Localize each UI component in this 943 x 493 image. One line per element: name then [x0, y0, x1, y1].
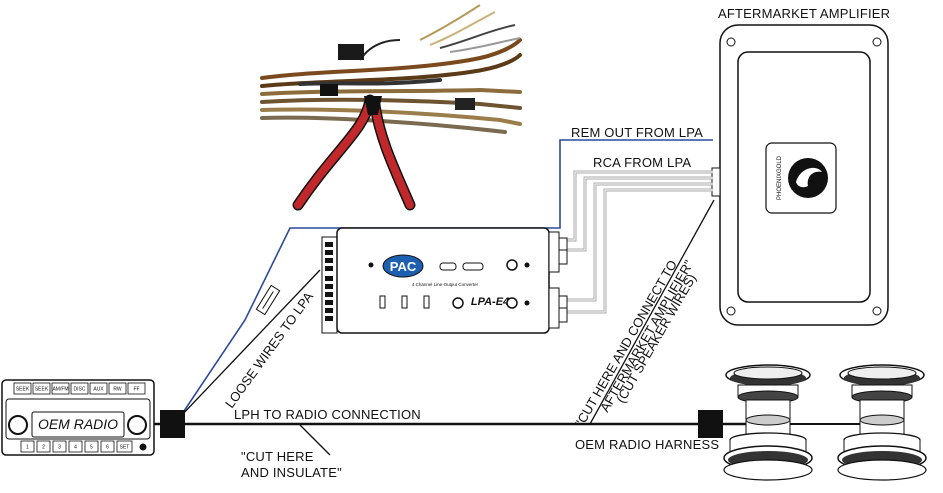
svg-text:RW: RW — [113, 387, 122, 393]
radio-top-button[interactable]: AUX — [89, 382, 108, 395]
radio-top-button[interactable]: RW — [108, 382, 127, 395]
svg-text:6: 6 — [106, 445, 109, 451]
radio-preset-button[interactable]: 3 — [52, 440, 67, 453]
radio-display: OEM RADIO — [38, 416, 118, 432]
radio-preset-button[interactable]: 1 — [20, 440, 35, 453]
svg-text:SEEK: SEEK — [35, 387, 49, 393]
svg-text:1: 1 — [26, 445, 29, 451]
oem-harness-connector — [698, 410, 723, 438]
radio-top-button[interactable]: SEEK — [13, 382, 32, 395]
converter-brand: PAC — [390, 259, 417, 274]
power-icon[interactable] — [139, 443, 147, 451]
radio-top-button[interactable]: SEEK — [32, 382, 51, 395]
radio-preset-button[interactable]: 2 — [36, 440, 51, 453]
radio-preset-button[interactable]: 5 — [84, 440, 99, 453]
oem-harness-label: OEM RADIO HARNESS — [575, 437, 720, 452]
cut-insulate-label-1: "CUT HERE — [241, 449, 314, 464]
amp-brand: PHOENIXGOLD — [777, 155, 783, 200]
right-knob[interactable] — [127, 415, 147, 435]
pac-converter: PAC 4 Channel Line-Output Converter LPA-… — [321, 227, 568, 334]
inline-fuse — [255, 284, 281, 316]
cut-insulate-label-2: AND INSULATE" — [241, 465, 342, 480]
rem-out-label: REM OUT FROM LPA — [571, 125, 704, 140]
svg-text:5: 5 — [90, 445, 93, 451]
radio-preset-button[interactable]: 4 — [68, 440, 83, 453]
speaker-right — [837, 364, 927, 481]
radio-top-button[interactable]: FF — [127, 382, 146, 395]
converter-subtitle: 4 Channel Line-Output Converter — [412, 282, 479, 287]
svg-text:4: 4 — [74, 445, 77, 451]
radio-preset-button[interactable]: 6 — [100, 440, 115, 453]
svg-text:3: 3 — [58, 445, 61, 451]
converter-model: LPA-E4 — [471, 296, 509, 308]
svg-text:SEEK: SEEK — [16, 387, 30, 393]
radio-preset-button[interactable]: SET — [116, 440, 133, 453]
radio-top-button[interactable]: DISC — [70, 382, 89, 395]
svg-text:AM/FM: AM/FM — [52, 387, 68, 393]
svg-text:DISC: DISC — [74, 387, 86, 393]
speaker-left — [723, 364, 813, 481]
left-knob[interactable] — [8, 415, 28, 435]
svg-text:AUX: AUX — [93, 387, 104, 393]
svg-text:SET: SET — [120, 445, 130, 451]
svg-text:2: 2 — [42, 445, 45, 451]
pac-logo — [382, 254, 424, 278]
lph-connector — [160, 410, 185, 438]
svg-text:FF: FF — [133, 387, 139, 393]
lph-connection-label: LPH TO RADIO CONNECTION — [234, 407, 421, 422]
amplifier-title: AFTERMARKET AMPLIFIER — [718, 6, 891, 21]
wire-harness-photo — [260, 4, 522, 211]
rca-label: RCA FROM LPA — [593, 155, 692, 170]
aftermarket-amplifier: PHOENIXGOLD — [711, 24, 889, 326]
radio-top-button[interactable]: AM/FM — [51, 382, 70, 395]
